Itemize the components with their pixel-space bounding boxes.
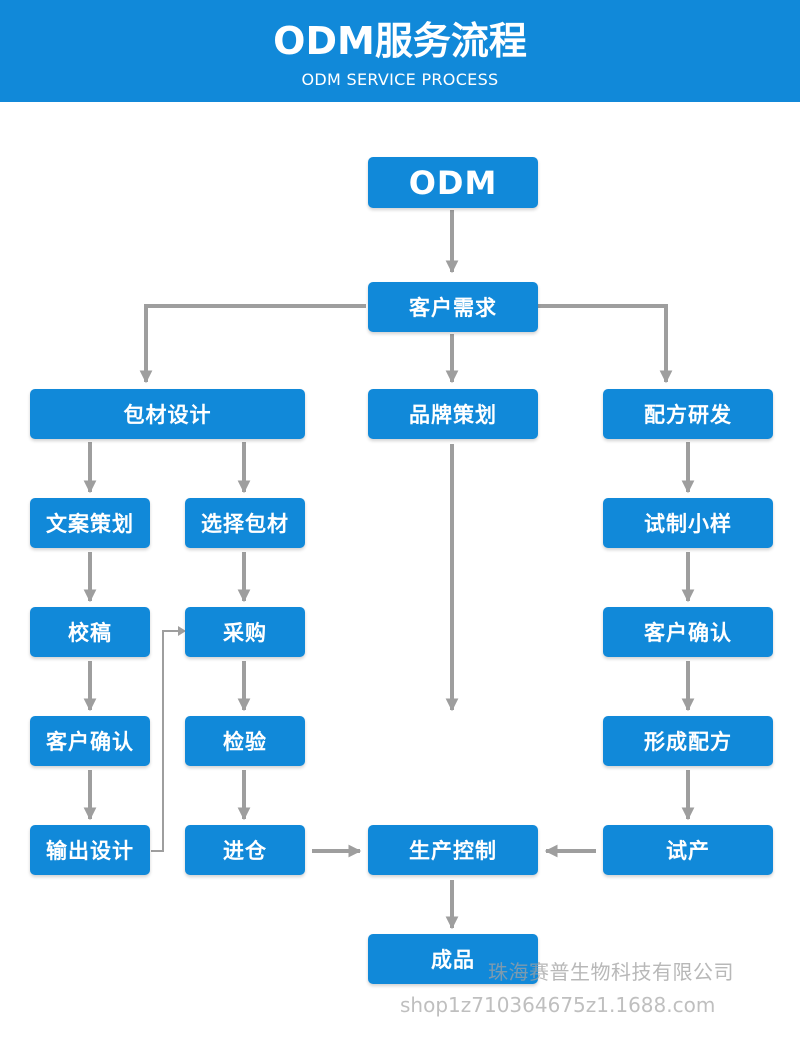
node-finished-product: 成品	[368, 934, 538, 984]
node-production-control: 生产控制	[368, 825, 538, 875]
watermark-url: shop1z710364675z1.1688.com	[400, 993, 716, 1017]
node-inspection: 检验	[185, 716, 305, 766]
arrow-demand-to-packaging	[139, 304, 366, 384]
watermark-company: 珠海赛普生物科技有限公司	[488, 960, 734, 984]
arrow-output-to-purchase	[151, 630, 180, 852]
node-formula-rd: 配方研发	[603, 389, 773, 439]
node-customer-confirm-formula: 客户确认	[603, 607, 773, 657]
node-brand-planning: 品牌策划	[368, 389, 538, 439]
node-output-design: 输出设计	[30, 825, 150, 875]
node-finalize-formula: 形成配方	[603, 716, 773, 766]
node-proofread: 校稿	[30, 607, 150, 657]
node-customer-demand: 客户需求	[368, 282, 538, 332]
node-trial-production: 试产	[603, 825, 773, 875]
node-warehousing: 进仓	[185, 825, 305, 875]
node-trial-sample: 试制小样	[603, 498, 773, 548]
node-packaging-design: 包材设计	[30, 389, 305, 439]
header-banner: ODM服务流程 ODM SERVICE PROCESS	[0, 0, 800, 102]
node-customer-confirm-design: 客户确认	[30, 716, 150, 766]
page-subtitle: ODM SERVICE PROCESS	[301, 70, 499, 89]
arrow-demand-to-formula	[538, 304, 673, 384]
node-select-packaging: 选择包材	[185, 498, 305, 548]
node-odm: ODM	[368, 157, 538, 208]
node-purchase: 采购	[185, 607, 305, 657]
node-copywriting: 文案策划	[30, 498, 150, 548]
page-title: ODM服务流程	[273, 19, 527, 63]
